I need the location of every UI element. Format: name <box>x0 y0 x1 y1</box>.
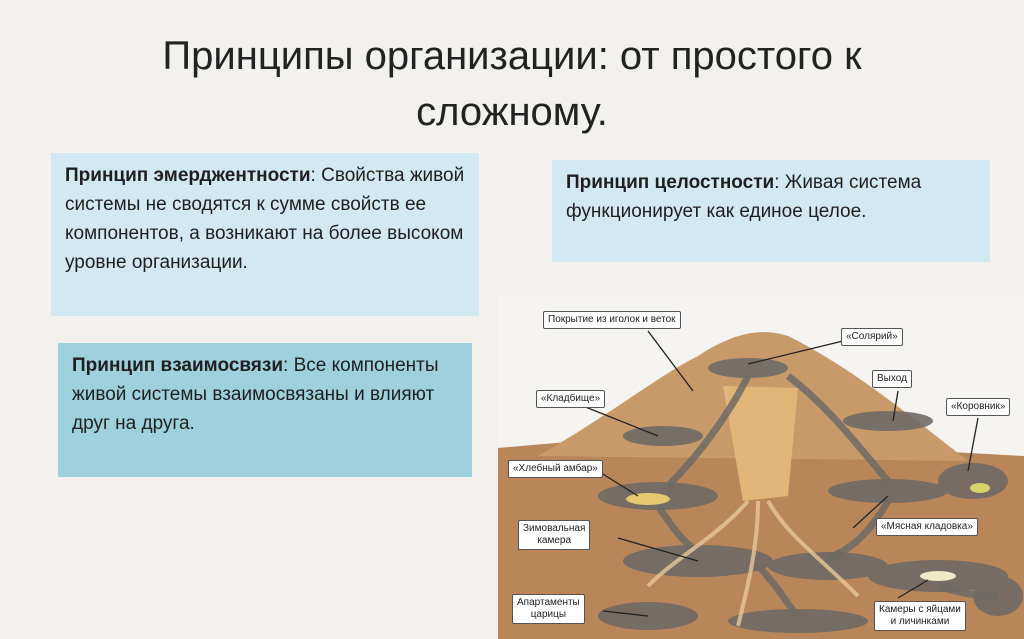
integrity-text: : Живая система функционирует как единое… <box>566 172 922 222</box>
integrity-heading: Принцип целостности <box>566 172 775 193</box>
label-queen-line2: царицы <box>530 609 567 620</box>
integrity-principle-box: Принцип целостности: Живая система функц… <box>552 160 990 262</box>
label-cowshed: «Коровник» <box>946 398 1011 416</box>
emergence-text: : Свойства живой системы не сводятся к с… <box>65 165 465 273</box>
label-eggs-line2: и личинками <box>890 616 950 627</box>
aphid-pile <box>970 483 990 493</box>
slide-title-line1: Принципы организации: от простого к <box>162 34 862 78</box>
anthill-diagram: Покрытие из иголок и веток «Солярий» Вых… <box>498 296 1024 639</box>
label-queen-line1: Апартаменты <box>517 597 580 608</box>
label-solarium: «Солярий» <box>841 328 903 346</box>
label-meat-store: «Мясная кладовка» <box>876 518 978 536</box>
interconnection-text: : Все компоненты живой системы взаимосвя… <box>72 355 439 434</box>
mound-core <box>723 386 798 501</box>
egg-pile <box>920 571 956 581</box>
label-exit: Выход <box>872 370 912 388</box>
leader-lines <box>582 330 979 617</box>
label-queen-apartments: Апартаменты царицы <box>512 594 585 624</box>
label-barn: «Хлебный амбар» <box>508 460 603 478</box>
root-streaks <box>646 499 860 627</box>
label-winter-chamber: Зимовальная камера <box>518 520 591 550</box>
label-cemetery: «Кладбище» <box>536 390 606 408</box>
label-winter-line2: камера <box>537 535 572 546</box>
grain-pile <box>626 493 670 505</box>
label-egg-chambers: Камеры с яйцами и личинками <box>874 601 966 631</box>
label-eggs-line1: Камеры с яйцами <box>879 604 961 615</box>
emergence-heading: Принцип эмерджентности <box>65 165 311 186</box>
slide-title: Принципы организации: от простого к слож… <box>60 28 964 140</box>
label-cover: Покрытие из иголок и веток <box>543 311 681 329</box>
interconnection-principle-box: Принцип взаимосвязи: Все компоненты живо… <box>58 343 472 477</box>
emergence-principle-box: Принцип эмерджентности: Свойства живой с… <box>51 153 479 316</box>
interconnection-heading: Принцип взаимосвязи <box>72 355 284 376</box>
label-winter-line1: Зимовальная <box>523 523 586 534</box>
slide-title-line2: сложному. <box>416 90 608 134</box>
